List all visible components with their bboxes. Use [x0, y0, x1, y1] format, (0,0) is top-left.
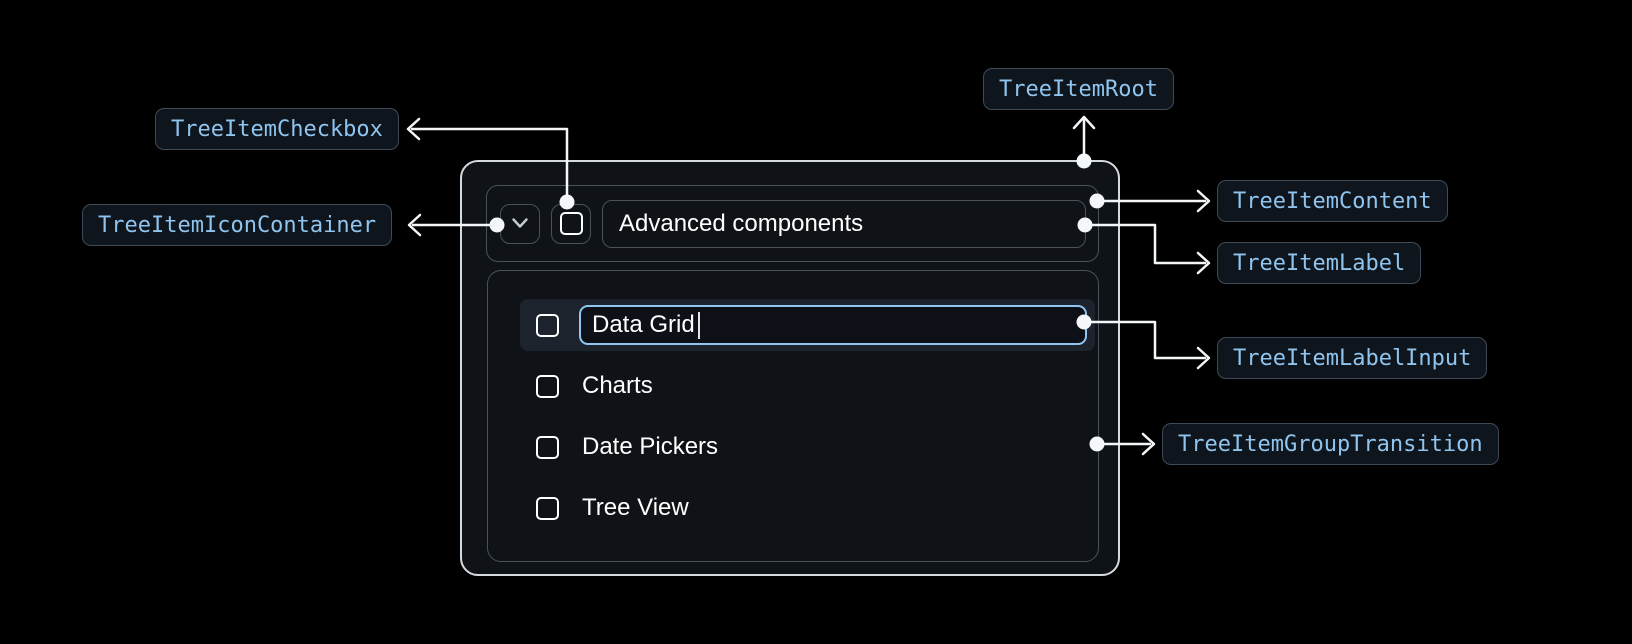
- annotation-tree-item-root: TreeItemRoot: [983, 68, 1174, 110]
- tree-item-root: Advanced components Data Grid Charts Dat…: [460, 160, 1120, 576]
- annotation-tree-item-icon-container: TreeItemIconContainer: [82, 204, 393, 246]
- tree-item-label: Tree View: [582, 494, 689, 521]
- checkbox-unchecked-icon[interactable]: [536, 313, 559, 337]
- tree-item-label-text: Advanced components: [619, 209, 864, 237]
- annotation-tree-item-label: TreeItemLabel: [1217, 242, 1422, 284]
- tree-item-label: Date Pickers: [582, 433, 719, 460]
- arrowhead-left-icon: [407, 213, 422, 237]
- arrowhead-right-icon: [1196, 251, 1211, 275]
- arrowhead-right-icon: [1141, 432, 1156, 456]
- checkbox-unchecked-icon: [559, 212, 583, 235]
- tree-item-row[interactable]: Date Pickers: [520, 421, 1095, 473]
- tree-item-label-input[interactable]: Data Grid: [579, 305, 1087, 345]
- checkbox-unchecked-icon[interactable]: [536, 435, 559, 459]
- tree-item-checkbox[interactable]: [551, 203, 591, 244]
- annotation-tree-item-group-transition: TreeItemGroupTransition: [1162, 423, 1499, 465]
- arrowhead-right-icon: [1196, 189, 1211, 213]
- arrowhead-right-icon: [1196, 346, 1211, 370]
- label-input-value: Data Grid: [592, 311, 695, 338]
- annotation-tree-item-checkbox: TreeItemCheckbox: [155, 108, 399, 150]
- tree-item-label: Charts: [582, 372, 653, 399]
- tree-item-group-transition: Data Grid Charts Date Pickers Tree View: [487, 270, 1099, 562]
- tree-item-row[interactable]: Tree View: [520, 482, 1095, 534]
- arrowhead-left-icon: [406, 117, 421, 141]
- chevron-down-icon: [512, 218, 528, 228]
- checkbox-unchecked-icon[interactable]: [536, 374, 559, 398]
- annotation-tree-item-content: TreeItemContent: [1217, 180, 1448, 222]
- tree-item-icon-container[interactable]: [500, 203, 540, 244]
- arrowhead-up-icon: [1072, 115, 1096, 130]
- tree-item-row[interactable]: Charts: [520, 360, 1095, 412]
- tree-item-row-editing[interactable]: Data Grid: [520, 299, 1095, 351]
- checkbox-unchecked-icon[interactable]: [536, 496, 559, 520]
- tree-item-label: Advanced components: [602, 199, 1086, 248]
- text-caret: [697, 311, 700, 339]
- annotation-tree-item-label-input: TreeItemLabelInput: [1217, 337, 1488, 379]
- tree-item-content[interactable]: Advanced components: [486, 185, 1099, 262]
